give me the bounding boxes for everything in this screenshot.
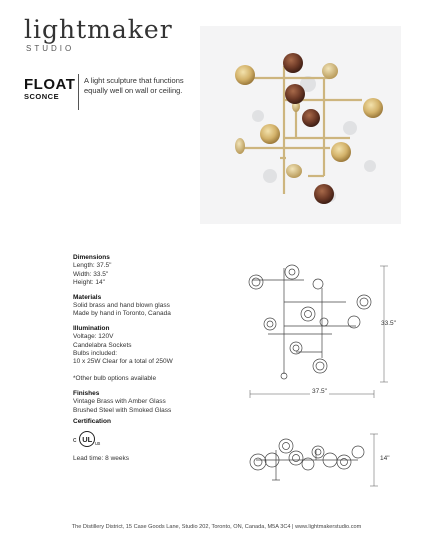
illumination-note: *Other bulb options available — [73, 375, 157, 383]
certification-title: Certification — [73, 418, 111, 425]
brand-sub: STUDIO — [26, 44, 75, 53]
sconce-illustration — [235, 53, 383, 204]
side-drawing-svg — [249, 433, 378, 487]
product-type: SCONCE — [24, 92, 60, 101]
depth-dimension-label: 14" — [380, 455, 390, 462]
materials-title: Materials — [73, 293, 102, 301]
illumination-spacer — [73, 367, 223, 375]
title-divider — [78, 74, 79, 110]
cert-mark-us: us — [95, 441, 101, 447]
materials-line: Solid brass and hand blown glass — [73, 302, 170, 310]
materials-section: Materials Solid brass and hand blown gla… — [73, 294, 223, 319]
illumination-section: Illumination Voltage: 120V Candelabra So… — [73, 325, 223, 384]
illumination-line: 10 x 25W Clear for a total of 250W — [73, 358, 173, 366]
illumination-line: Voltage: 120V — [73, 333, 114, 341]
brand-logo: lightmaker STUDIO — [24, 15, 173, 54]
illumination-line: Candelabra Sockets — [73, 341, 132, 349]
brand-name: lightmaker — [24, 15, 173, 44]
width-dimension-label: 37.5" — [310, 388, 329, 395]
cert-mark-ul: UL — [82, 435, 92, 444]
footer-address: The Distillery District, 15 Case Goods L… — [71, 524, 362, 530]
finishes-section: Finishes Vintage Brass with Amber Glass … — [73, 390, 223, 415]
product-tagline: A light sculpture that functions equally… — [84, 76, 184, 95]
finishes-title: Finishes — [73, 389, 100, 397]
front-drawing-svg — [248, 264, 388, 398]
dimension-width: Width: 33.5" — [73, 270, 109, 278]
finish-option: Brushed Steel with Smoked Glass — [73, 406, 172, 414]
product-photo — [200, 26, 401, 224]
side-elevation-drawing — [246, 430, 406, 495]
illumination-title: Illumination — [73, 324, 110, 332]
materials-line: Made by hand in Toronto, Canada — [73, 310, 171, 318]
illumination-line: Bulbs included: — [73, 350, 118, 358]
lead-time: Lead time: 8 weeks — [73, 455, 130, 462]
product-name: FLOAT — [24, 76, 76, 93]
front-elevation-drawing — [246, 262, 406, 407]
dimensions-title: Dimensions — [73, 254, 110, 261]
spec-sheet: Dimensions Length: 37.5" Width: 33.5" He… — [73, 254, 223, 421]
dimension-height: Height: 14" — [73, 279, 105, 287]
cert-mark-c: c — [73, 437, 77, 444]
dimensions-section: Dimensions Length: 37.5" Width: 33.5" He… — [73, 254, 223, 288]
cul-us-certification-mark: c UL us — [73, 430, 103, 453]
finish-option: Vintage Brass with Amber Glass — [73, 398, 166, 406]
height-dimension-label: 33.5" — [381, 320, 396, 327]
dimension-length: Length: 37.5" — [73, 262, 112, 270]
